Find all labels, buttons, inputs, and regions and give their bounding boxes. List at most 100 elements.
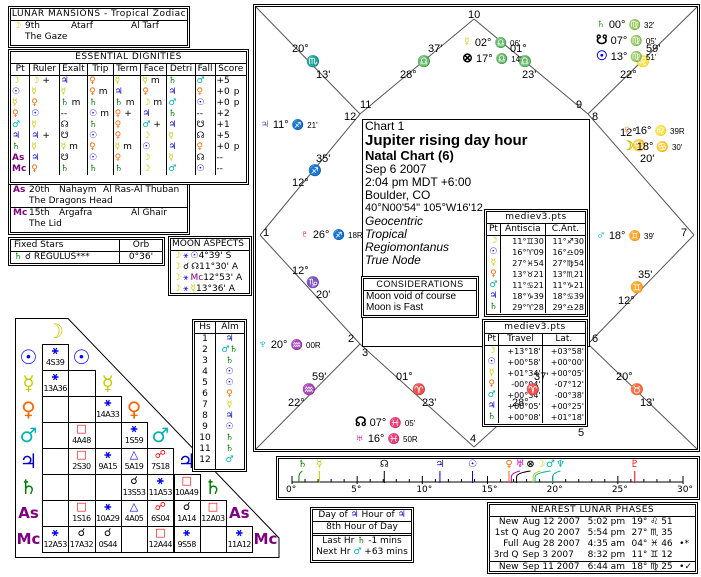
dignity-flag: + xyxy=(42,131,50,141)
jupiter-icon: ♃ xyxy=(489,291,498,301)
pt-header: Pt xyxy=(485,334,499,346)
sun-icon: ☉ xyxy=(190,251,199,261)
placement-sun[interactable]: ☉ 13° ♍ 51' xyxy=(596,49,656,65)
saturn-icon: ♄ xyxy=(89,98,98,108)
sign-icon: ♋ xyxy=(656,142,669,153)
sun-icon: ☉ xyxy=(225,367,234,377)
venus-icon: ♀ xyxy=(31,98,38,108)
saturn-icon: ♄ xyxy=(225,444,234,454)
aspect-cell: ⚹14A33 xyxy=(95,396,121,422)
midheaven-icon: Mc xyxy=(16,530,41,548)
dignity-term: ♀ xyxy=(112,131,141,142)
placement-mercury[interactable]: ☿ 02° ♎ 06' xyxy=(462,35,520,51)
mars-icon: ♂ xyxy=(12,120,21,130)
placement-jupiter[interactable]: ♃ 11° ♐ 21' xyxy=(260,117,318,133)
phase-time: 6:44 am xyxy=(587,562,625,572)
ascendant-diagonal-icon: As xyxy=(228,504,250,522)
point-cell: ♄ xyxy=(487,302,500,313)
cusp-minutes: 35' xyxy=(316,153,331,165)
placement-minutes: 51' xyxy=(645,53,657,62)
moon-icon: ☽ xyxy=(622,138,634,153)
venus-icon: ♀ xyxy=(490,269,497,279)
antiscia-a: 29°♈28 xyxy=(499,302,546,313)
dignity-header: Face xyxy=(140,64,167,76)
placement-north-node[interactable]: ☊ 07° ♓ 05' xyxy=(355,415,415,431)
neptune-icon: ♆ xyxy=(556,459,565,470)
placement-degree: 17° xyxy=(475,53,493,65)
dignity-detri: ♃ xyxy=(166,142,196,153)
house-number-8: 8 xyxy=(592,111,599,123)
placement-venus[interactable]: ♀ 16° ♌ 39R xyxy=(622,123,685,139)
placement-moon[interactable]: ☽ 18° ♋ 30' xyxy=(622,139,682,155)
placement-degree: 20° xyxy=(270,339,288,351)
aspect-orb: 13S53 xyxy=(122,488,146,497)
travel-header: Travel xyxy=(498,334,543,346)
saturn-icon: ♄ xyxy=(489,302,498,312)
dignity-trip: ♄ xyxy=(87,164,114,175)
sun-icon: ☉ xyxy=(489,247,498,257)
mansion-asc: As 20th Nahaym Al Ras-Al Thuban xyxy=(11,185,187,196)
aspect-grid-cell xyxy=(94,474,122,501)
travel-l: +03°58' xyxy=(541,345,585,357)
aspect-icon: ☌ xyxy=(77,526,86,539)
placement-south-node[interactable]: ☋ 07° ♍ 05' xyxy=(596,33,656,49)
score-flag: p xyxy=(233,98,240,108)
moon-icon: ☽ xyxy=(31,76,40,86)
jupiter-diagonal-icon: ♃ xyxy=(177,449,196,473)
lunar-mansions-panel: LUNAR MANSIONS - Tropical Zodiac ☽ 9th A… xyxy=(8,6,190,48)
placement-uranus[interactable]: ♅ 16° ♓ 50R xyxy=(355,431,418,447)
house-number-10: 10 xyxy=(468,9,481,21)
travel-row: ♃+00°05'+00°25' xyxy=(485,401,585,412)
house-number-3: 3 xyxy=(362,347,369,359)
placement-degree: 00° xyxy=(608,19,626,31)
aspect-cell: ☌13S53 xyxy=(121,474,147,500)
antiscia-title: mediev3.pts xyxy=(487,212,585,224)
aspect-grid-cell xyxy=(42,500,70,527)
cusp-degree: 12° xyxy=(618,295,635,307)
moon-aspects-panel: MOON ASPECTS ☽⚹☉4°39' S☽☌☊11°30' A☽⚹Mc12… xyxy=(168,236,252,296)
north-node-icon: ☊ xyxy=(60,120,69,130)
placement-degree: 18° xyxy=(636,141,654,153)
saturn-icon: ♄ xyxy=(297,459,307,470)
placement-minutes: 05' xyxy=(404,419,416,428)
mansion-arabic: Al Tarf xyxy=(131,21,159,31)
placement-minutes: 39' xyxy=(644,232,655,241)
house-number: 1 xyxy=(202,334,208,344)
travel-panel: mediev3.pts Pt Travel Lat. ☽+13°18'+03°5… xyxy=(482,319,588,427)
aspect-orb: 1S59 xyxy=(124,436,144,445)
chart-place: Boulder, CO xyxy=(365,188,431,202)
mansion-arabic: Al Ras-Al Thuban xyxy=(103,185,180,195)
placement-saturn[interactable]: ♄ 00° ♍ 32' xyxy=(596,17,654,33)
aries-icon: ♈ xyxy=(526,384,540,396)
score-value: -- xyxy=(216,164,224,174)
chart-frame: Chart 1 Jupiter rising day hour Natal Ch… xyxy=(253,4,700,452)
strip-marker-line xyxy=(534,470,551,483)
antiscia-a: 11°♊30 xyxy=(499,235,546,247)
placement-neptune[interactable]: ♆ 20° ♒ 00R xyxy=(258,337,321,353)
travel-t: +00°05' xyxy=(498,401,543,412)
mansion-mc-meaning-row: The Lid xyxy=(11,219,187,230)
aspect-icon: ☌ xyxy=(183,262,190,272)
planetary-hours-panel: Day of ♃ Hour of ♃ 8th Hour of Day Last … xyxy=(310,507,414,563)
point-cell: ☉ xyxy=(485,357,499,368)
dignity-fall: ☉ xyxy=(194,164,215,175)
placement-pluto[interactable]: ♇ 26° ♐ 18R xyxy=(300,227,363,243)
sun-icon: ☉ xyxy=(89,109,98,119)
aspect-icon: □ xyxy=(76,500,87,513)
dignity-exalt: ☋ xyxy=(58,131,88,142)
placement-fortune[interactable]: ⊗ 17° ♎ 14' xyxy=(462,51,522,67)
venus-icon: ♀ xyxy=(114,153,122,163)
travel-row: ☿+01°34'+00°05' xyxy=(485,368,585,379)
aspect-grid-cell xyxy=(120,526,149,553)
aspect-cell: □12A44 xyxy=(147,526,173,552)
placement-mars[interactable]: ♂ 18° ♊ 39' xyxy=(596,228,654,244)
cusp-degree: 12° xyxy=(292,265,309,277)
dignity-row: ♀☉--☉m♀+♃♄--+2 xyxy=(11,109,246,120)
chart-time: 2:04 pm MDT +6:00 xyxy=(365,175,472,189)
aspect-icon: □ xyxy=(76,448,87,461)
moon-icon: ☽ xyxy=(173,284,182,294)
aspect-icon: ⚹ xyxy=(235,526,243,539)
dignity-ruler: ☽+ xyxy=(29,75,60,87)
aspect-orb: 10A29 xyxy=(96,514,120,523)
